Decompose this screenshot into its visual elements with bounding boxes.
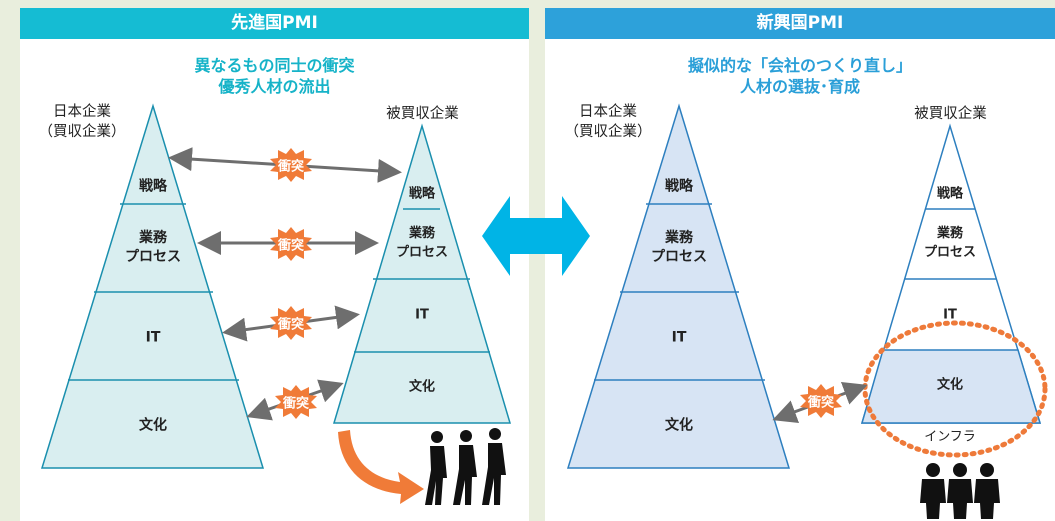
layer-text: 業務 [408,226,436,241]
layer-text: 文化 [139,417,167,434]
emerging-acquirer-layer-culture: 文化 [665,417,693,436]
layer-text: 戦略 [936,186,964,202]
clash-burst-icon-3 [270,306,312,340]
emerging-target-layer-strategy: 戦略 [937,185,963,204]
developed-acquirer-pyramid [40,103,265,469]
developed-target-pyramid [332,123,512,424]
developed-acquirer-layer-it: IT [146,329,161,348]
clash-label-5: 衝突 [807,395,835,411]
developed-subtitle-line-2: 優秀人材の流出 [218,77,331,96]
emerging-target-layer-culture: 文化 [937,376,963,395]
layer-text: 文化 [408,379,436,395]
emerging-pmi-header: 新興国PMI [545,8,1055,39]
emerging-culture-layer [861,349,1042,424]
emerging-acquirer-label-line-1: 日本企業 [579,104,637,120]
clash-label-2: 衝突 [277,238,305,254]
clash-label-1: 衝突 [277,159,305,175]
layer-text: インフラ [924,429,976,445]
layer-text: プロセス [923,245,977,260]
clash-label-3: 衝突 [277,317,305,333]
clash-burst-icon-5 [800,384,842,418]
clash-burst-icon-1 [270,148,312,182]
developed-target-layer-strategy: 戦略 [409,185,435,204]
layer-text: プロセス [395,245,449,260]
developed-acquirer-pyramid-shape [40,103,265,469]
developed-acquirer-label-line-1: 日本企業 [53,104,111,120]
developed-target-layer-it: IT [415,306,429,325]
double-arrow-icon [482,196,590,276]
developed-acquirer-layer-strategy: 戦略 [139,178,167,197]
developed-acquirer-layer-culture: 文化 [139,417,167,436]
emerging-target-layer-process: 業務 プロセス [924,224,976,262]
layer-text: プロセス [125,249,181,265]
emerging-acquirer-label-line-2: （買収企業） [564,124,652,140]
developed-subtitle-line-1: 異なるもの同士の衝突 [194,56,355,75]
outflow-arrow-icon [338,430,424,504]
emerging-target-pyramid [860,123,1042,424]
layer-text: 戦略 [408,186,436,202]
layer-text: IT [943,307,957,323]
emerging-acquirer-label: 日本企業 （買収企業） [548,102,668,142]
walking-people-icon [425,428,506,505]
layer-text: IT [671,329,687,346]
developed-acquirer-label: 日本企業 （買収企業） [22,102,142,142]
layer-text: 文化 [665,417,693,434]
developed-pmi-subtitle: 異なるもの同士の衝突 優秀人材の流出 [20,55,529,97]
emerging-acquirer-layer-it: IT [672,329,687,348]
emerging-acquirer-layer-process: 業務 プロセス [651,229,707,267]
developed-acquirer-label-line-2: （買収企業） [38,124,126,140]
layer-text: 文化 [936,377,964,393]
emerging-infra-label: インフラ [924,428,976,447]
layer-text: IT [145,329,161,346]
layer-text: 戦略 [139,178,167,195]
clash-label-4: 衝突 [282,396,310,412]
layer-text: 業務 [665,230,693,246]
layer-text: 業務 [936,226,964,241]
emerging-subtitle-line-2: 人材の選抜･育成 [739,77,860,96]
emerging-subtitle-line-1: 擬似的な「会社のつくり直し」 [687,56,912,75]
developed-target-layer-culture: 文化 [409,378,435,397]
layer-text: 戦略 [665,178,693,195]
emerging-target-label: 被買収企業 [914,106,987,122]
emerging-pmi-subtitle: 擬似的な「会社のつくり直し」 人材の選抜･育成 [545,55,1055,97]
emerging-acquirer-pyramid [566,103,791,469]
layer-text: 業務 [139,230,167,246]
developed-target-pyramid-shape [332,123,512,424]
emerging-acquirer-layer-strategy: 戦略 [665,178,693,197]
layer-text: IT [415,307,429,323]
developed-target-label: 被買収企業 [386,106,459,122]
developed-target-layer-process: 業務 プロセス [396,224,448,262]
clash-burst-icon-4 [275,385,317,419]
emerging-acquirer-pyramid-shape [566,103,791,469]
clash-burst-icon-2 [270,227,312,261]
emerging-target-layer-it: IT [943,306,957,325]
developed-acquirer-layer-process: 業務 プロセス [125,229,181,267]
developed-pmi-header: 先進国PMI [20,8,529,39]
layer-text: プロセス [651,249,707,265]
standing-people-icon [920,463,1000,519]
